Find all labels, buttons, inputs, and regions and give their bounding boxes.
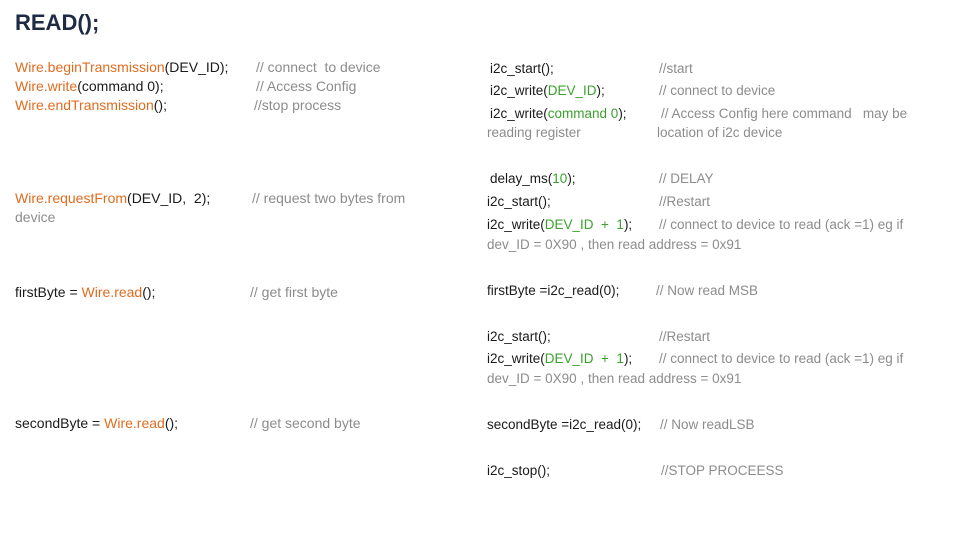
- code-arg: DEV_ID: [547, 83, 597, 98]
- code-comment: // request two bytes from: [252, 190, 406, 206]
- code-arg: command 0: [547, 106, 619, 121]
- code-line-second-byte-read: secondByte =i2c_read(0);: [487, 417, 642, 432]
- code-line-second-byte: secondByte = Wire.read();: [15, 414, 178, 432]
- code-line-i2c-start: i2c_start();: [490, 61, 554, 76]
- code-comment-continued: dev_ID = 0X90 , then read address = 0x91: [487, 371, 742, 386]
- code-line-delay: delay_ms(10);: [490, 170, 576, 188]
- code-args: (DEV_ID, 2);: [127, 190, 211, 206]
- code-comment: //start: [659, 61, 693, 76]
- code-comment-continued: device: [15, 209, 56, 225]
- code-arg: 10: [552, 171, 568, 186]
- code-args: (DEV_ID);: [164, 59, 229, 75]
- code-function: i2c_write(: [487, 351, 545, 366]
- code-line-i2c-restart: i2c_start();: [487, 194, 551, 209]
- slide-title: READ();: [15, 10, 100, 35]
- code-comment-continued: location of i2c device: [657, 125, 783, 140]
- code-function: Wire.beginTransmission: [15, 59, 165, 75]
- code-args: ();: [153, 97, 167, 113]
- code-line-i2c-write-dev-id: i2c_write(DEV_ID);: [490, 82, 605, 100]
- code-line-end-transmission: Wire.endTransmission();: [15, 96, 167, 114]
- code-line-i2c-restart-2: i2c_start();: [487, 329, 551, 344]
- code-function: delay_ms(: [490, 171, 553, 186]
- code-function: Wire.endTransmission: [15, 97, 154, 113]
- code-comment-continued: reading register: [487, 125, 581, 140]
- code-function: Wire.write: [15, 78, 78, 94]
- code-close: );: [623, 217, 633, 232]
- code-line-i2c-stop: i2c_stop();: [487, 463, 551, 478]
- code-function: Wire.read: [104, 415, 165, 431]
- code-comment: // Now read MSB: [656, 283, 759, 298]
- code-arg: DEV_ID + 1: [544, 217, 624, 232]
- code-line-write: Wire.write(command 0);: [15, 77, 164, 95]
- code-function: Wire.requestFrom: [15, 190, 128, 206]
- code-comment: // get first byte: [250, 284, 338, 300]
- code-line-first-byte: firstByte = Wire.read();: [15, 283, 155, 301]
- code-comment-continued: dev_ID = 0X90 , then read address = 0x91: [487, 237, 742, 252]
- code-function: i2c_write(: [490, 106, 548, 121]
- code-comment: // DELAY: [659, 171, 714, 186]
- code-line-first-byte-read: firstByte =i2c_read(0);: [487, 283, 620, 298]
- code-variable: firstByte =: [15, 284, 82, 300]
- code-comment: // get second byte: [250, 415, 361, 431]
- code-line-request-from: Wire.requestFrom(DEV_ID, 2);: [15, 189, 210, 207]
- code-comment: //stop process: [254, 97, 342, 113]
- code-variable: secondByte =: [15, 415, 105, 431]
- code-line-i2c-write-read-addr-2: i2c_write(DEV_ID + 1);: [487, 350, 632, 368]
- code-comment: // Now readLSB: [660, 417, 755, 432]
- code-args: ();: [164, 415, 179, 431]
- code-function: i2c_write(: [487, 217, 545, 232]
- code-close: );: [567, 171, 576, 186]
- code-close: );: [618, 106, 627, 121]
- code-args: ();: [142, 284, 156, 300]
- code-args: (command 0);: [77, 78, 164, 94]
- code-arg: DEV_ID + 1: [544, 351, 624, 366]
- code-comment: // connect to device to read (ack =1) eg…: [659, 351, 904, 366]
- code-function: i2c_write(: [490, 83, 548, 98]
- code-line-i2c-write-read-addr: i2c_write(DEV_ID + 1);: [487, 216, 632, 234]
- code-comment: // connect to device: [256, 59, 381, 75]
- code-line-i2c-write-command: i2c_write(command 0);: [490, 105, 627, 123]
- code-function: Wire.read: [81, 284, 143, 300]
- code-comment: // connect to device: [659, 83, 776, 98]
- code-comment: // Access Config: [256, 78, 357, 94]
- code-comment: //Restart: [659, 194, 711, 209]
- code-comment: // connect to device to read (ack =1) eg…: [659, 217, 904, 232]
- code-close: );: [596, 83, 605, 98]
- code-comment: //Restart: [659, 329, 711, 344]
- code-comment: //STOP PROCEESS: [661, 463, 784, 478]
- code-line-begin-transmission: Wire.beginTransmission(DEV_ID);: [15, 58, 228, 76]
- code-close: );: [623, 351, 633, 366]
- code-comment: // Access Config here command may be: [661, 106, 908, 121]
